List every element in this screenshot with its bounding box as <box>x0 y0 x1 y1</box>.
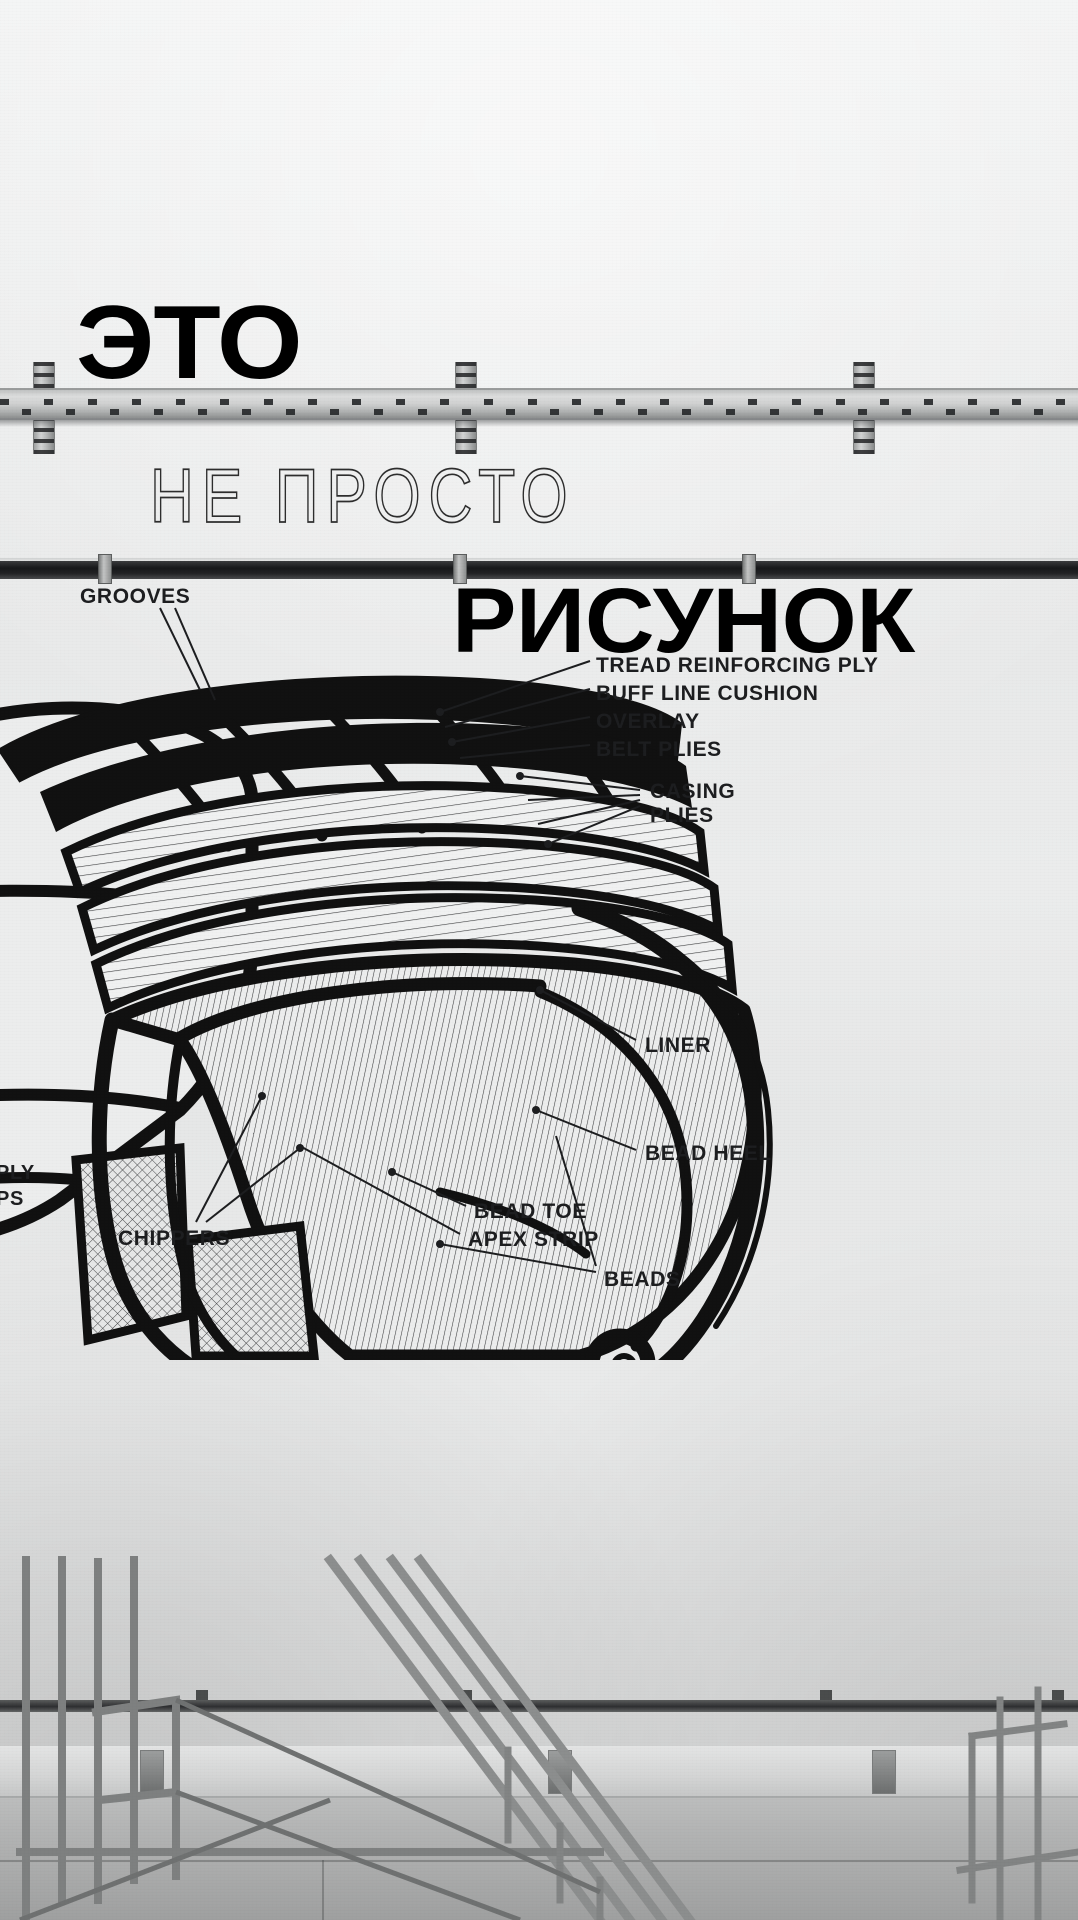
mural-label-bead-toe: BEAD TOE <box>474 1200 587 1223</box>
mural-label-tread-reinforcing-ply: TREAD REINFORCING PLY <box>596 654 879 677</box>
mural-label-liner: LINER <box>645 1034 711 1057</box>
mural-label-plies: PLIES <box>650 804 714 827</box>
pipe-highlight <box>0 558 1078 562</box>
pipe-clamp-center <box>453 554 467 584</box>
headline-line-1: ЭТО <box>76 285 303 401</box>
headline-line-2: НЕ ПРОСТО <box>149 455 576 540</box>
bracket-3 <box>820 1690 832 1702</box>
mural-label-ply-cropped: PLY <box>0 1162 35 1184</box>
mural-label-overlay: OVERLAY <box>596 710 700 733</box>
bracket-4 <box>1052 1690 1064 1702</box>
dark-conduit-pipe <box>0 561 1078 579</box>
mural-label-chippers: CHIPPERS <box>118 1227 231 1250</box>
beam-drop-shadow <box>0 420 1078 427</box>
beam-perforations <box>0 390 1078 418</box>
mural-label-buff-line-cushion: BUFF LINE CUSHION <box>596 682 819 705</box>
pipe-clamp-right <box>742 554 756 584</box>
mural-label-ps-cropped: PS <box>0 1188 24 1210</box>
mural-label-grooves: GROOVES <box>80 585 191 608</box>
perforated-ceiling-beam <box>0 388 1078 420</box>
mural-label-belt-plies: BELT PLIES <box>596 738 722 761</box>
mural-label-casing: CASING <box>650 780 736 803</box>
pipe-clamp-left <box>98 554 112 584</box>
headline-line-3: РИСУНОК <box>452 570 915 672</box>
mural-label-beads: BEADS <box>604 1268 681 1291</box>
mural-label-apex-strip: APEX STRIP <box>468 1228 599 1251</box>
wall-hook-3 <box>872 1750 896 1794</box>
mural-label-bead-heel: BEAD HEEL <box>645 1142 772 1165</box>
